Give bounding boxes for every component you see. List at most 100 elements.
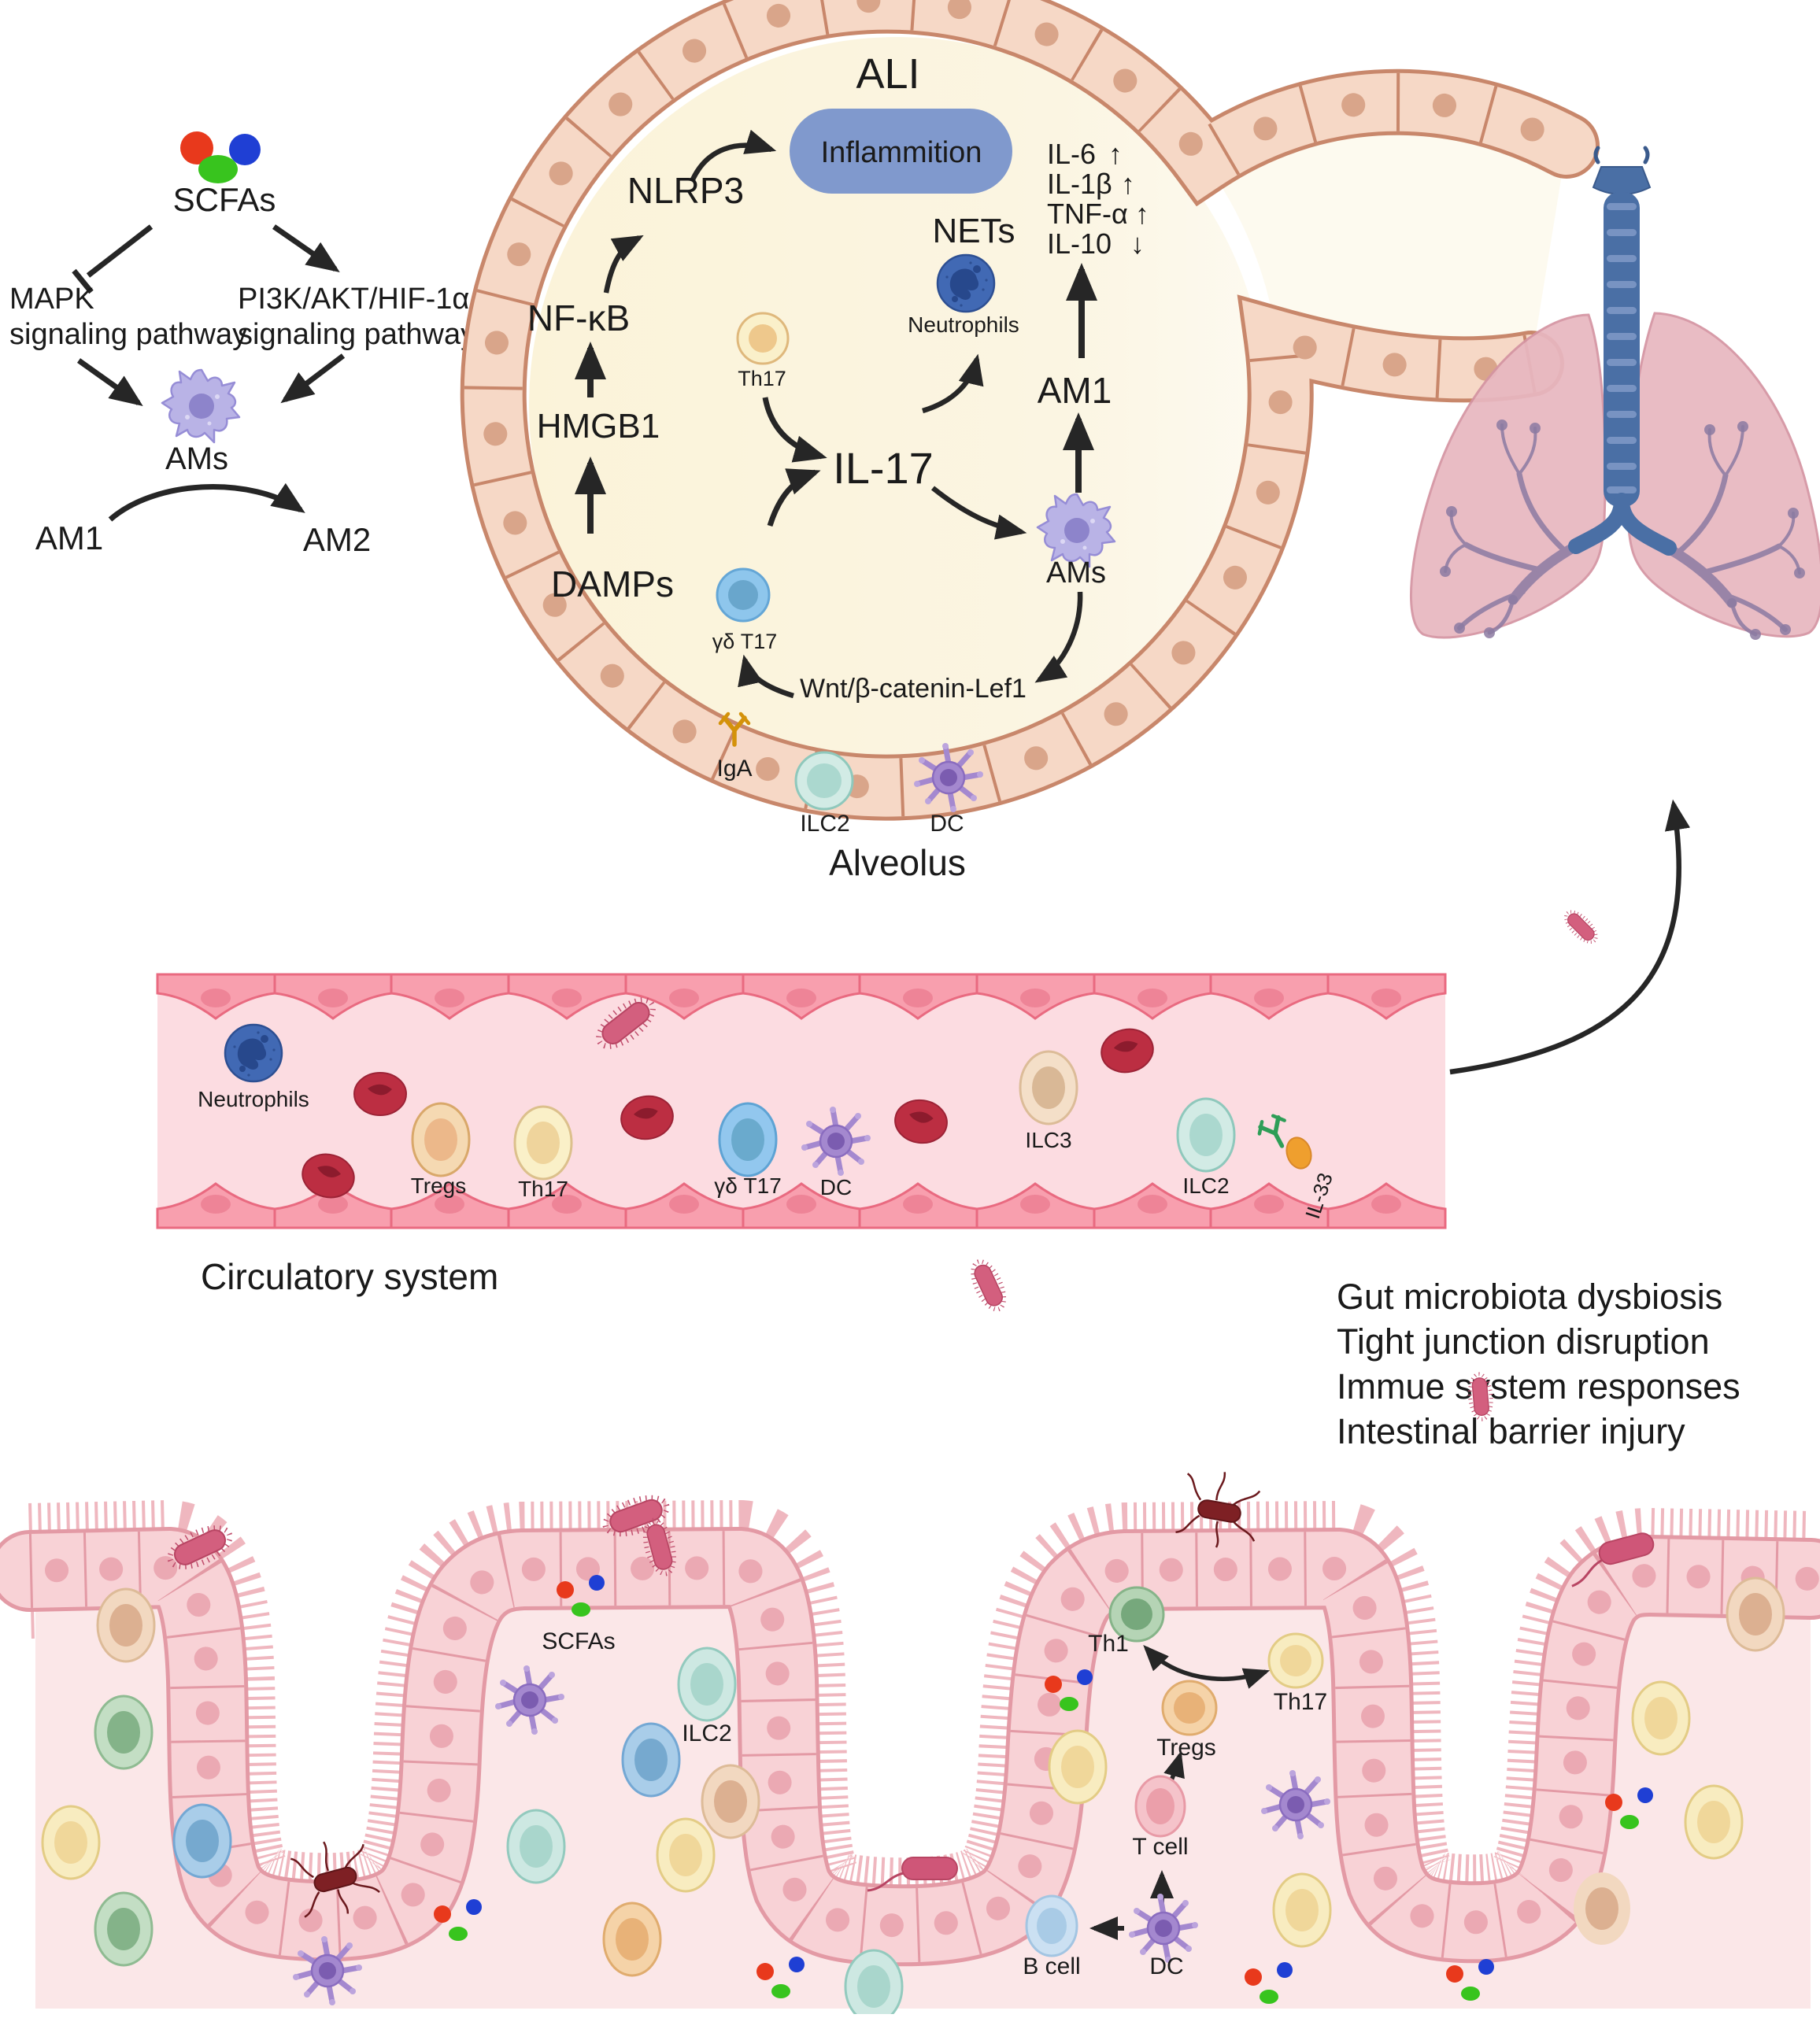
cytokine-il10-arrow: ↓ bbox=[1130, 227, 1145, 260]
lamina-cell-beige bbox=[1574, 1872, 1630, 1945]
vessel-ilc2-cell bbox=[1178, 1099, 1234, 1171]
vessel-ilc3-cell bbox=[1020, 1052, 1077, 1124]
lamina-cell-beige bbox=[98, 1589, 154, 1661]
pi3k-label-2: signaling pathway bbox=[238, 318, 475, 351]
scfas-to-mapk-inhibit-arrow bbox=[86, 224, 154, 278]
alveolus-caption: Alveolus bbox=[829, 842, 966, 883]
gut-bacterium bbox=[1561, 907, 1601, 947]
gut-tcell-label: T cell bbox=[1132, 1834, 1188, 1860]
il33-icon bbox=[1255, 1112, 1312, 1170]
vessel-gdt17-label: γδ T17 bbox=[714, 1173, 782, 1198]
lamina-cell-yellow bbox=[1633, 1682, 1689, 1754]
scfa-dots-icon bbox=[180, 131, 261, 183]
inhibit-bar bbox=[72, 268, 94, 294]
nlrp3-to-inflammation-arrow bbox=[690, 129, 777, 181]
cytokine-tnfa: TNF-α bbox=[1047, 198, 1128, 230]
gut-bacterium bbox=[967, 1257, 1010, 1314]
il17-to-ams-arrow bbox=[930, 486, 1027, 540]
vessel-ilc2-label: ILC2 bbox=[1182, 1173, 1229, 1198]
ali-title: ALI bbox=[856, 50, 919, 98]
lamina-cell-orange bbox=[604, 1903, 660, 1975]
lamina-cell-yellow bbox=[1274, 1874, 1330, 1946]
alv-dc-label: DC bbox=[930, 811, 964, 837]
th17-to-il17-arrow bbox=[762, 397, 827, 463]
gut-tcell bbox=[1134, 1775, 1186, 1838]
cytokine-il6: IL-6 bbox=[1047, 138, 1096, 170]
nfkb-label: NF-κB bbox=[527, 298, 630, 338]
alv-gdt17-label: γδ T17 bbox=[712, 630, 778, 653]
lamina-cell-beige bbox=[702, 1765, 759, 1838]
alv-th17-cell bbox=[736, 312, 790, 365]
alv-ilc2-cell bbox=[794, 751, 854, 811]
gut-tregs-cell bbox=[1163, 1681, 1216, 1735]
alveolus-wall bbox=[460, 0, 1600, 821]
pi3k-label-1: PI3K/AKT/HIF-1α bbox=[238, 283, 469, 316]
nfkb-to-nlrp3-arrow bbox=[603, 235, 644, 294]
alv-ilc2-label: ILC2 bbox=[800, 811, 849, 837]
lamina-cell-yellow bbox=[657, 1819, 714, 1891]
gut-bcell-label: B cell bbox=[1023, 1953, 1080, 1979]
alv-gdt17-cell bbox=[716, 567, 771, 623]
vessel-tregs-cell bbox=[412, 1103, 469, 1176]
alveolus-opening bbox=[1204, 102, 1567, 370]
nlrp3-label: NLRP3 bbox=[627, 170, 744, 211]
ams-label: AMs bbox=[165, 442, 228, 476]
effect-line-2: Tight junction disruption bbox=[1337, 1321, 1710, 1362]
vessel-to-lungs-arrow bbox=[1449, 799, 1691, 1075]
hmgb1-label: HMGB1 bbox=[537, 407, 660, 445]
alv-neutrophils-label: Neutrophils bbox=[908, 312, 1019, 337]
epithelium-band bbox=[0, 1526, 1820, 1967]
scfa-pathway-panel: SCFAs MAPK signaling pathway PI3K/AKT/HI… bbox=[9, 131, 475, 558]
alveolus-section: ALI Inflammition NLRP3 NF-κB HMGB1 DAMPs… bbox=[460, 0, 1600, 883]
vessel-tregs-label: Tregs bbox=[411, 1173, 467, 1198]
cytokine-il6-arrow: ↑ bbox=[1108, 138, 1123, 170]
gut-scfas-label: SCFAs bbox=[542, 1628, 615, 1654]
vessel-neutrophils-label: Neutrophils bbox=[198, 1087, 309, 1111]
iga-label: IgA bbox=[716, 756, 752, 782]
am2-label: AM2 bbox=[303, 521, 371, 558]
alv-am1-label: AM1 bbox=[1038, 370, 1112, 411]
cytokine-list: IL-6 ↑ IL-1β ↑ TNF-α ↑ IL-10 ↓ bbox=[1047, 138, 1149, 260]
scfas-label: SCFAs bbox=[173, 181, 276, 218]
effect-line-3: Immue system responses bbox=[1337, 1366, 1740, 1406]
damps-label: DAMPs bbox=[551, 564, 674, 604]
alv-neutrophil-icon bbox=[936, 253, 996, 313]
bronchial-tree bbox=[1444, 423, 1801, 637]
vessel-neutrophil-icon bbox=[224, 1023, 283, 1083]
am1-to-am2-arrow bbox=[108, 482, 305, 522]
lamina-cell-yellow bbox=[1049, 1731, 1106, 1803]
gut-th1-label: Th1 bbox=[1088, 1631, 1129, 1657]
lamina-cell-blue bbox=[623, 1724, 679, 1796]
lamina-cell-yellow bbox=[43, 1806, 99, 1879]
inflammation-pill bbox=[790, 109, 1012, 194]
vessel-section: Neutrophils Tregs Th17 γδ T17 DC ILC3 IL… bbox=[156, 973, 1447, 1297]
il17-label: IL-17 bbox=[833, 443, 934, 493]
cytokine-il1b: IL-1β bbox=[1047, 168, 1112, 200]
lungs-illustration bbox=[1409, 146, 1820, 640]
alv-ams-label: AMs bbox=[1046, 556, 1106, 590]
vessel-th17-label: Th17 bbox=[518, 1177, 568, 1201]
gdt17-to-il17-arrow bbox=[767, 468, 821, 527]
cytokine-il1b-arrow: ↑ bbox=[1121, 168, 1135, 200]
wnt-label: Wnt/β-catenin-Lef1 bbox=[800, 674, 1027, 704]
gut-ilc2-cell bbox=[679, 1648, 735, 1720]
vessel-th17-cell bbox=[515, 1107, 572, 1179]
cytokine-il10: IL-10 bbox=[1047, 227, 1112, 260]
alveolus-lumen bbox=[529, 37, 1266, 774]
am1-label: AM1 bbox=[35, 519, 103, 556]
lamina-cell-beige bbox=[1727, 1578, 1784, 1650]
scfas-to-pi3k-arrow bbox=[272, 224, 340, 272]
effect-line-1: Gut microbiota dysbiosis bbox=[1337, 1277, 1722, 1317]
vessel-ilc3-label: ILC3 bbox=[1025, 1128, 1071, 1152]
lamina-cell-yellow bbox=[1685, 1786, 1742, 1858]
effect-line-4: Intestinal barrier injury bbox=[1337, 1411, 1685, 1451]
gut-th17-label: Th17 bbox=[1274, 1689, 1327, 1715]
alveoli-buds bbox=[1440, 419, 1805, 640]
gut-bcell bbox=[1025, 1894, 1078, 1957]
mapk-label-2: signaling pathway bbox=[9, 318, 247, 351]
wnt-to-gdt17-arrow bbox=[738, 654, 794, 699]
lamina-cell-teal bbox=[845, 1950, 902, 2018]
effects-text: Gut microbiota dysbiosis Tight junction … bbox=[1337, 1277, 1740, 1451]
gut-tregs-label: Tregs bbox=[1156, 1735, 1216, 1761]
